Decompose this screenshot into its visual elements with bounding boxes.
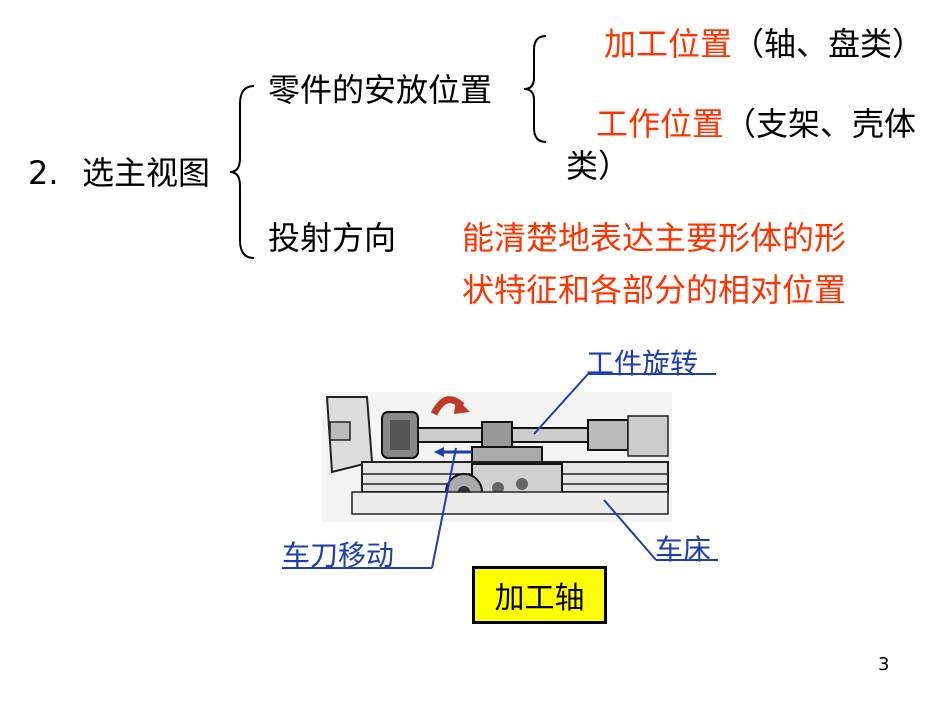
figure-caption: 加工轴	[472, 566, 607, 624]
label-tool-move: 车刀移动	[282, 539, 395, 572]
option-machining-position: 加工位置	[604, 25, 733, 63]
section-title: 选主视图	[82, 154, 211, 192]
section-number: 2.	[28, 154, 59, 192]
page-number: 3	[878, 654, 890, 675]
leader-rotate	[533, 373, 716, 435]
projection-desc-line2: 状特征和各部分的相对位置	[462, 271, 847, 309]
lathe-illustration	[322, 392, 672, 522]
option-working-position: 工作位置	[596, 105, 725, 143]
sub-brace	[523, 35, 547, 143]
projection-desc-line1: 能清楚地表达主要形体的形	[462, 219, 847, 257]
leader-lathe	[603, 499, 718, 561]
option-working-examples: （支架、壳体	[724, 105, 917, 143]
option-working-examples-cont: 类）	[566, 147, 631, 185]
main-brace	[229, 85, 255, 259]
option-machining-examples: （轴、盘类）	[732, 25, 925, 63]
branch-projection: 投射方向	[268, 219, 397, 257]
branch-placement: 零件的安放位置	[268, 71, 493, 109]
leader-tool	[282, 447, 457, 569]
